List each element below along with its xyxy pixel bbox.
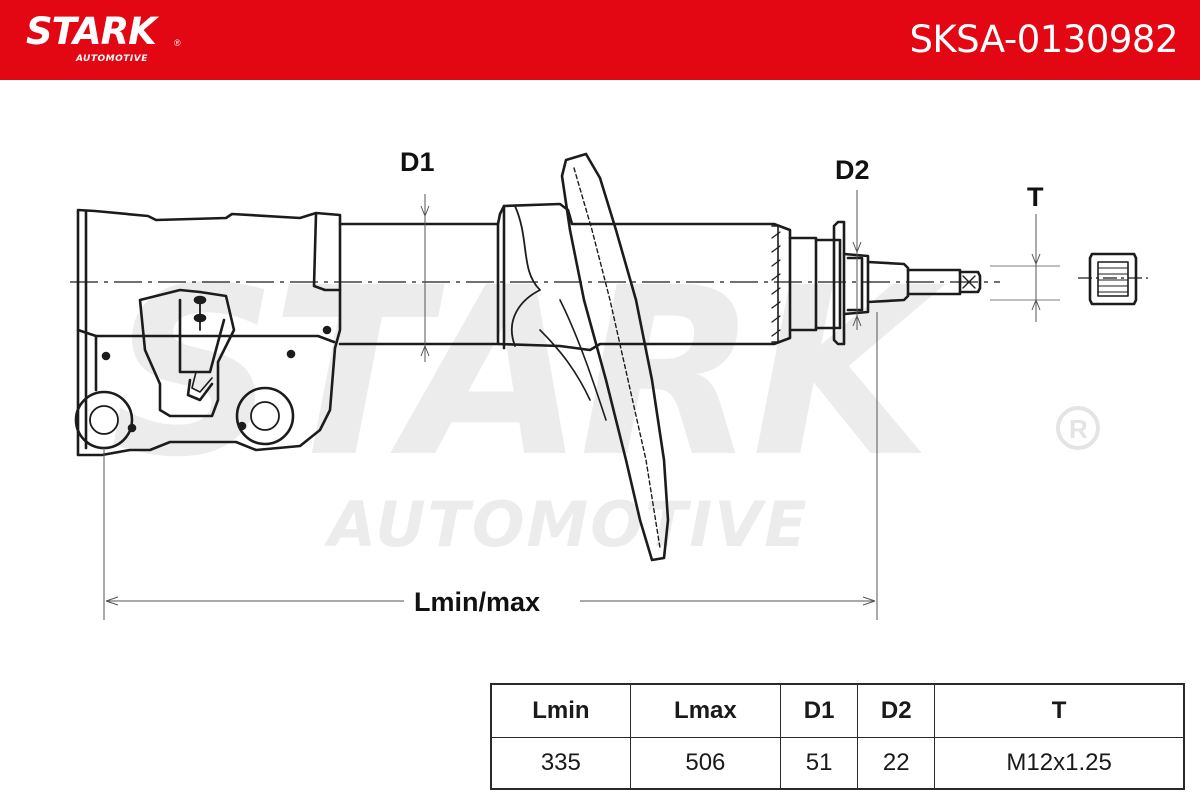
svg-text:R: R — [1069, 414, 1088, 444]
nut — [1088, 252, 1138, 306]
thread-end — [958, 270, 982, 294]
spring-seat — [560, 152, 670, 562]
value-lmin: 335 — [490, 737, 631, 790]
header-t: T — [934, 683, 1185, 738]
value-lmax: 506 — [629, 737, 782, 790]
mounting-hole-upper — [235, 386, 295, 446]
technical-drawing: STARK AUTOMOTIVE R — [70, 147, 1148, 620]
stark-logo: STARK ® AUTOMOTIVE — [26, 12, 186, 68]
length-label: Lmin/max — [414, 587, 540, 617]
value-d2: 22 — [857, 737, 936, 790]
header-lmax: Lmax — [629, 683, 782, 738]
logo-registered-mark: ® — [174, 38, 181, 48]
spec-table: Lmin Lmax D1 D2 T 335 506 51 22 M12x1.25 — [490, 683, 1185, 790]
d2-label: D2 — [835, 155, 870, 185]
watermark-wordmark: STARK — [110, 238, 947, 508]
logo-wordmark: STARK — [26, 10, 157, 53]
strut-tube — [338, 222, 500, 346]
d1-label: D1 — [400, 147, 435, 177]
header-bar: STARK ® AUTOMOTIVE SKSA-0130982 — [0, 0, 1200, 80]
watermark-tagline: AUTOMOTIVE — [323, 488, 809, 561]
spec-table-header-row: Lmin Lmax D1 D2 T — [490, 683, 1185, 738]
value-t: M12x1.25 — [934, 737, 1185, 790]
part-number: SKSA-0130982 — [909, 18, 1178, 61]
header-d2: D2 — [857, 683, 936, 738]
header-d1: D1 — [780, 683, 859, 738]
header-lmin: Lmin — [490, 683, 631, 738]
watermark: STARK AUTOMOTIVE R — [110, 238, 1100, 561]
mounting-bracket — [76, 208, 342, 457]
spec-table-value-row: 335 506 51 22 M12x1.25 — [490, 737, 1185, 790]
upper-collar — [788, 236, 818, 332]
logo-tagline: AUTOMOTIVE — [76, 54, 148, 64]
value-d1: 51 — [780, 737, 859, 790]
t-label: T — [1027, 182, 1044, 212]
